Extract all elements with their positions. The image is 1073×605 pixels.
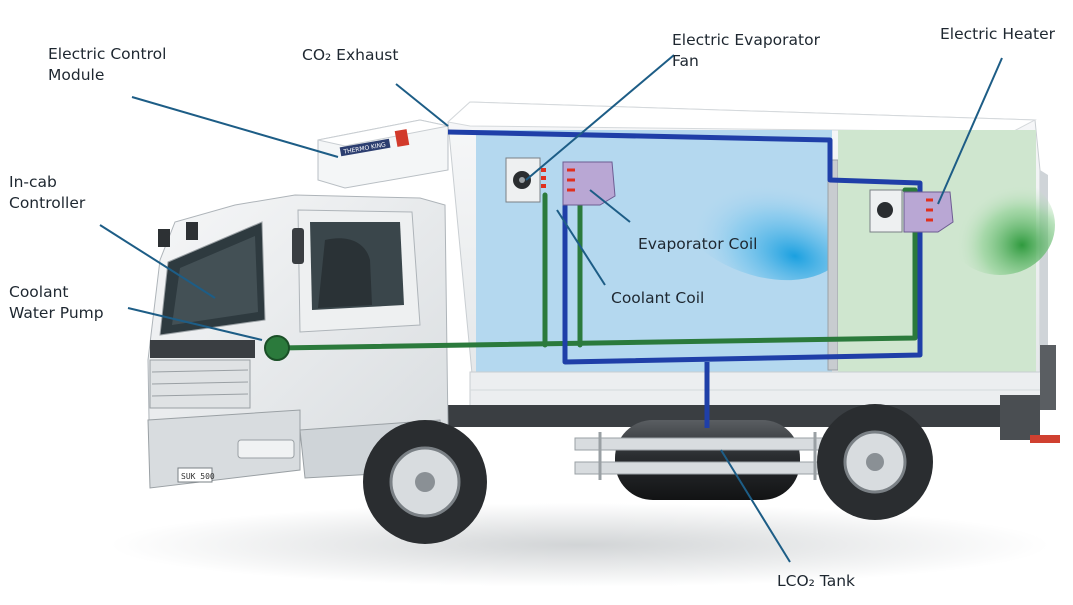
label-electric-heater: Electric Heater xyxy=(940,25,1056,43)
label-evaporator-coil: Evaporator Coil xyxy=(638,235,758,253)
refrigeration-unit: THERMO KING xyxy=(317,119,449,189)
warm-air-flow xyxy=(945,175,1055,275)
cold-air-flow xyxy=(673,159,847,281)
coolant-pipes xyxy=(275,177,918,351)
label-coolant-water-pump: Coolant Water Pump xyxy=(9,283,104,322)
warm-zone-fan xyxy=(869,189,903,233)
label-co2-exhaust: CO₂ Exhaust xyxy=(302,46,399,64)
co2-pipes xyxy=(447,129,923,428)
cargo-box xyxy=(446,101,1055,409)
label-lco2-tank: LCO₂ Tank xyxy=(777,572,855,590)
truck-cab: SUK 500 xyxy=(147,194,449,489)
coolant-water-pump xyxy=(264,335,290,361)
label-in-cab-controller: In-cab Controller xyxy=(9,173,86,212)
label-coolant-coil: Coolant Coil xyxy=(611,289,705,307)
leader-lines xyxy=(99,54,1003,563)
rear-wheel xyxy=(817,404,933,520)
front-wheel xyxy=(363,420,487,544)
license-plate-text: SUK 500 xyxy=(181,472,215,481)
evaporator-fan xyxy=(505,157,546,203)
label-electric-evaporator-fan: Electric Evaporator Fan xyxy=(672,31,820,70)
ground-shadow xyxy=(110,503,1050,587)
lco2-tank xyxy=(574,420,841,500)
electric-heater xyxy=(903,191,954,233)
evaporator-coil xyxy=(562,161,616,206)
label-electric-control-module: Electric Control Module xyxy=(48,45,167,84)
